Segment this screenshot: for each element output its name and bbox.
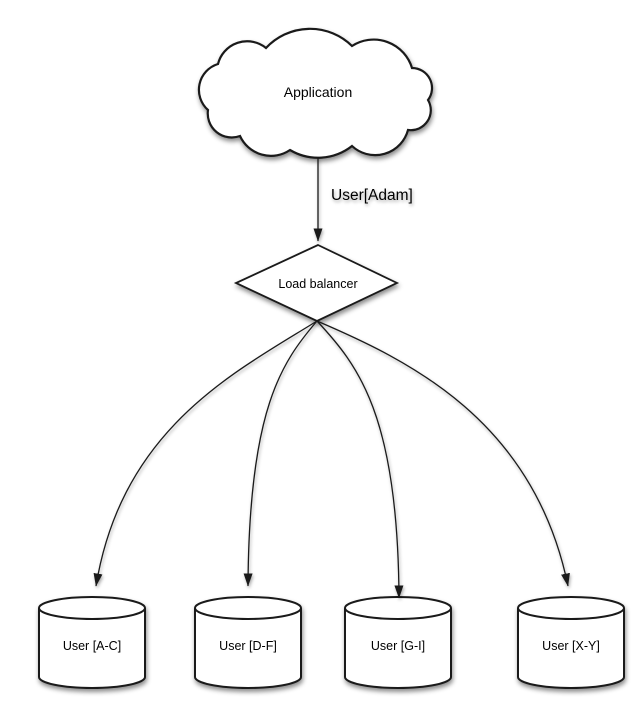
db-label: User [D-F] xyxy=(219,639,277,653)
load-balancer-label: Load balancer xyxy=(278,277,357,291)
cylinder-top xyxy=(344,596,452,620)
db-label: User [X-Y] xyxy=(542,639,600,653)
node-load-balancer: Load balancer xyxy=(233,244,400,322)
db-label: User [G-I] xyxy=(371,639,425,653)
node-db-users-d-f: User [D-F] xyxy=(194,596,302,689)
cylinder-icon xyxy=(38,608,146,689)
node-db-users-a-c: User [A-C] xyxy=(38,596,146,689)
edge-lb-to-db-x-y xyxy=(316,320,570,587)
cylinder-icon xyxy=(344,608,452,689)
node-db-users-x-y: User [X-Y] xyxy=(517,596,625,689)
cylinder-top xyxy=(38,596,146,620)
cylinder-top xyxy=(517,596,625,620)
node-application: Application xyxy=(197,27,434,159)
edge-lb-to-db-g-i xyxy=(316,320,404,599)
cloud-icon xyxy=(197,27,434,159)
db-label: User [A-C] xyxy=(63,639,121,653)
edge-app-to-lb-label: User[Adam] xyxy=(331,187,413,204)
node-db-users-g-i: User [G-I] xyxy=(344,596,452,689)
edges: User[Adam] xyxy=(93,157,570,599)
cylinder-icon xyxy=(194,608,302,689)
application-label: Application xyxy=(284,84,353,100)
cylinder-top xyxy=(194,596,302,620)
cylinder-icon xyxy=(517,608,625,689)
edge-lb-to-db-a-c xyxy=(93,320,318,587)
edge-lb-to-db-d-f xyxy=(243,320,318,587)
